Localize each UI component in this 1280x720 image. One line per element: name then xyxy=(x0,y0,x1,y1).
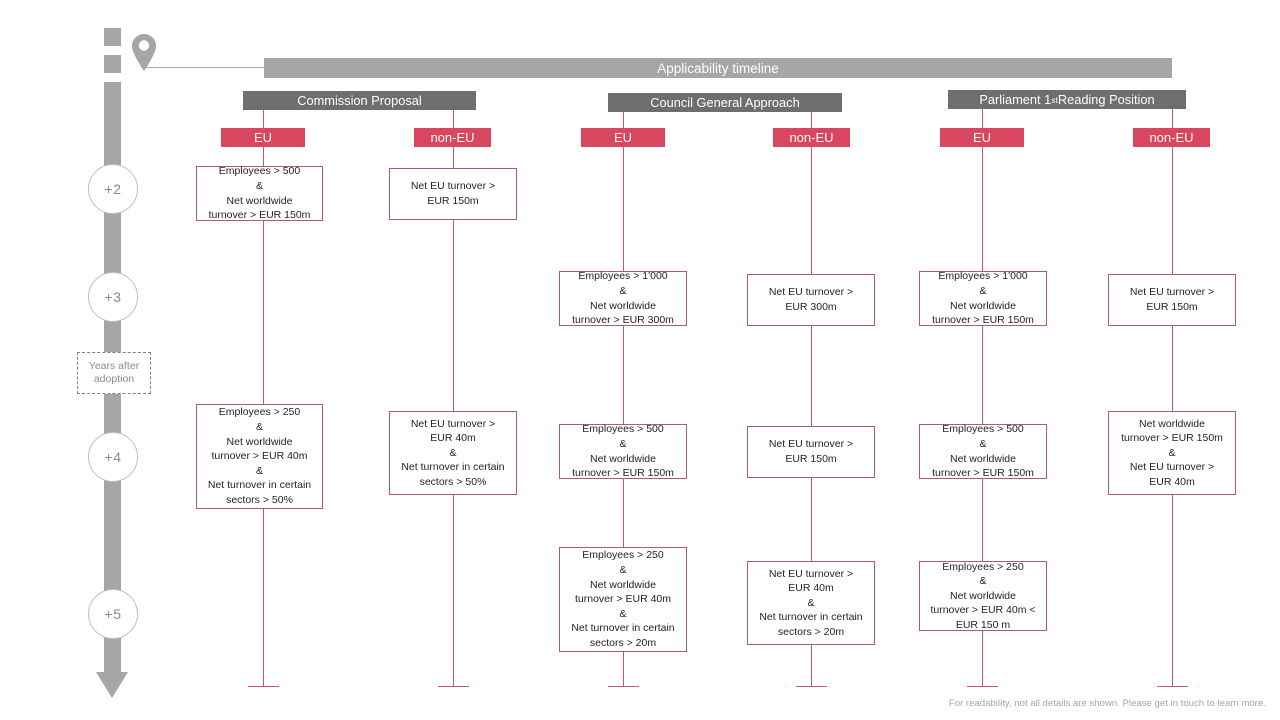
map-pin-icon xyxy=(131,33,157,73)
criteria-box[interactable]: Employees > 500 & Net worldwide turnover… xyxy=(196,165,323,221)
column-connector-line xyxy=(811,147,812,686)
column-connector-line xyxy=(982,147,983,686)
column-connector-line xyxy=(623,147,624,686)
axis-dash-segment-1 xyxy=(104,28,121,46)
group-header-commission-proposal[interactable]: Commission Proposal xyxy=(243,91,476,110)
years-after-adoption-label: Years after adoption xyxy=(77,352,151,394)
scope-tag-parliament-non-eu[interactable]: non-EU xyxy=(1133,128,1210,147)
criteria-box[interactable]: Net EU turnover > EUR 40m & Net turnover… xyxy=(389,411,517,495)
axis-year-marker: +5 xyxy=(88,589,138,639)
criteria-box[interactable]: Employees > 250 & Net worldwide turnover… xyxy=(196,404,323,509)
criteria-box[interactable]: Employees > 1'000 & Net worldwide turnov… xyxy=(559,270,687,326)
column-end-tick xyxy=(796,686,827,687)
header-to-tag-connector xyxy=(811,112,812,128)
criteria-box[interactable]: Net EU turnover > EUR 40m & Net turnover… xyxy=(747,561,875,645)
axis-year-marker: +4 xyxy=(88,432,138,482)
footnote-text: For readability, not all details are sho… xyxy=(948,698,1266,709)
scope-tag-council-eu[interactable]: EU xyxy=(581,128,665,147)
column-end-tick xyxy=(248,686,279,687)
criteria-box[interactable]: Employees > 250 & Net worldwide turnover… xyxy=(559,547,687,652)
criteria-box[interactable]: Net EU turnover > EUR 150m xyxy=(747,426,875,478)
header-to-tag-connector xyxy=(263,110,264,128)
criteria-box[interactable]: Net EU turnover > EUR 150m xyxy=(389,168,517,220)
scope-tag-council-non-eu[interactable]: non-EU xyxy=(773,128,850,147)
group-header-title-post: Reading Position xyxy=(1057,92,1155,107)
axis-year-marker: +2 xyxy=(88,164,138,214)
group-header-council-general-approach[interactable]: Council General Approach xyxy=(608,93,842,112)
column-end-tick xyxy=(438,686,469,687)
criteria-box[interactable]: Employees > 500 & Net worldwide turnover… xyxy=(559,423,687,479)
header-to-tag-connector xyxy=(623,112,624,128)
criteria-box[interactable]: Net EU turnover > EUR 300m xyxy=(747,274,875,326)
criteria-box[interactable]: Employees > 250 & Net worldwide turnover… xyxy=(919,561,1047,631)
group-header-title-pre: Parliament 1 xyxy=(979,92,1052,107)
axis-dash-segment-2 xyxy=(104,55,121,73)
criteria-box[interactable]: Net EU turnover > EUR 150m xyxy=(1108,274,1236,326)
scope-tag-parliament-eu[interactable]: EU xyxy=(940,128,1024,147)
criteria-box[interactable]: Employees > 500 & Net worldwide turnover… xyxy=(919,423,1047,479)
column-end-tick xyxy=(608,686,639,687)
column-end-tick xyxy=(967,686,998,687)
axis-year-marker: +3 xyxy=(88,272,138,322)
axis-arrow-icon xyxy=(96,672,128,698)
header-to-tag-connector xyxy=(453,110,454,128)
criteria-box[interactable]: Employees > 1'000 & Net worldwide turnov… xyxy=(919,270,1047,326)
criteria-box[interactable]: Net worldwide turnover > EUR 150m & Net … xyxy=(1108,411,1236,495)
pin-connector-line xyxy=(144,67,264,68)
applicability-timeline-bar: Applicability timeline xyxy=(264,58,1172,78)
scope-tag-commission-non-eu[interactable]: non-EU xyxy=(414,128,491,147)
header-to-tag-connector xyxy=(982,109,983,128)
scope-tag-commission-eu[interactable]: EU xyxy=(221,128,305,147)
header-to-tag-connector xyxy=(1172,109,1173,128)
column-end-tick xyxy=(1157,686,1188,687)
